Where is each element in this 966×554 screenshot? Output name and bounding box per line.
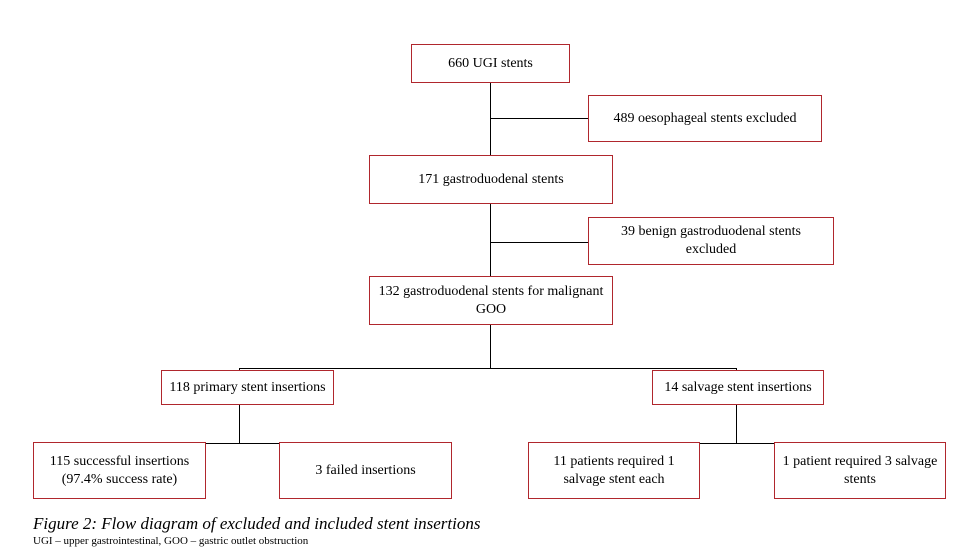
abbreviation-footnote: UGI – upper gastrointestinal, GOO – gast… <box>33 535 309 547</box>
gastroduodenal-stents-box: 171 gastroduodenal stents <box>369 155 613 204</box>
connector-line <box>700 443 775 444</box>
connector-line <box>490 82 491 156</box>
figure-caption: Figure 2: Flow diagram of excluded and i… <box>33 514 481 533</box>
connector-line <box>490 242 589 243</box>
three-salvage-box: 1 patient required 3 salvage stents <box>774 442 946 499</box>
connector-line <box>490 324 491 369</box>
connector-line <box>490 118 589 119</box>
connector-line <box>736 368 737 371</box>
connector-line <box>239 368 240 371</box>
oesophageal-excluded-box: 489 oesophageal stents excluded <box>588 95 822 142</box>
ugi-stents-box: 660 UGI stents <box>411 44 570 83</box>
connector-line <box>736 404 737 444</box>
one-salvage-box: 11 patients required 1 salvage stent eac… <box>528 442 700 499</box>
benign-excluded-box: 39 benign gastroduodenal stents excluded <box>588 217 834 265</box>
malignant-goo-box: 132 gastroduodenal stents for malignant … <box>369 276 613 325</box>
successful-insertions-box: 115 successful insertions (97.4% success… <box>33 442 206 499</box>
connector-line <box>239 368 737 369</box>
connector-line <box>239 404 240 444</box>
primary-insertions-box: 118 primary stent insertions <box>161 370 334 405</box>
connector-line <box>205 443 280 444</box>
salvage-insertions-box: 14 salvage stent insertions <box>652 370 824 405</box>
failed-insertions-box: 3 failed insertions <box>279 442 452 499</box>
connector-line <box>490 203 491 277</box>
